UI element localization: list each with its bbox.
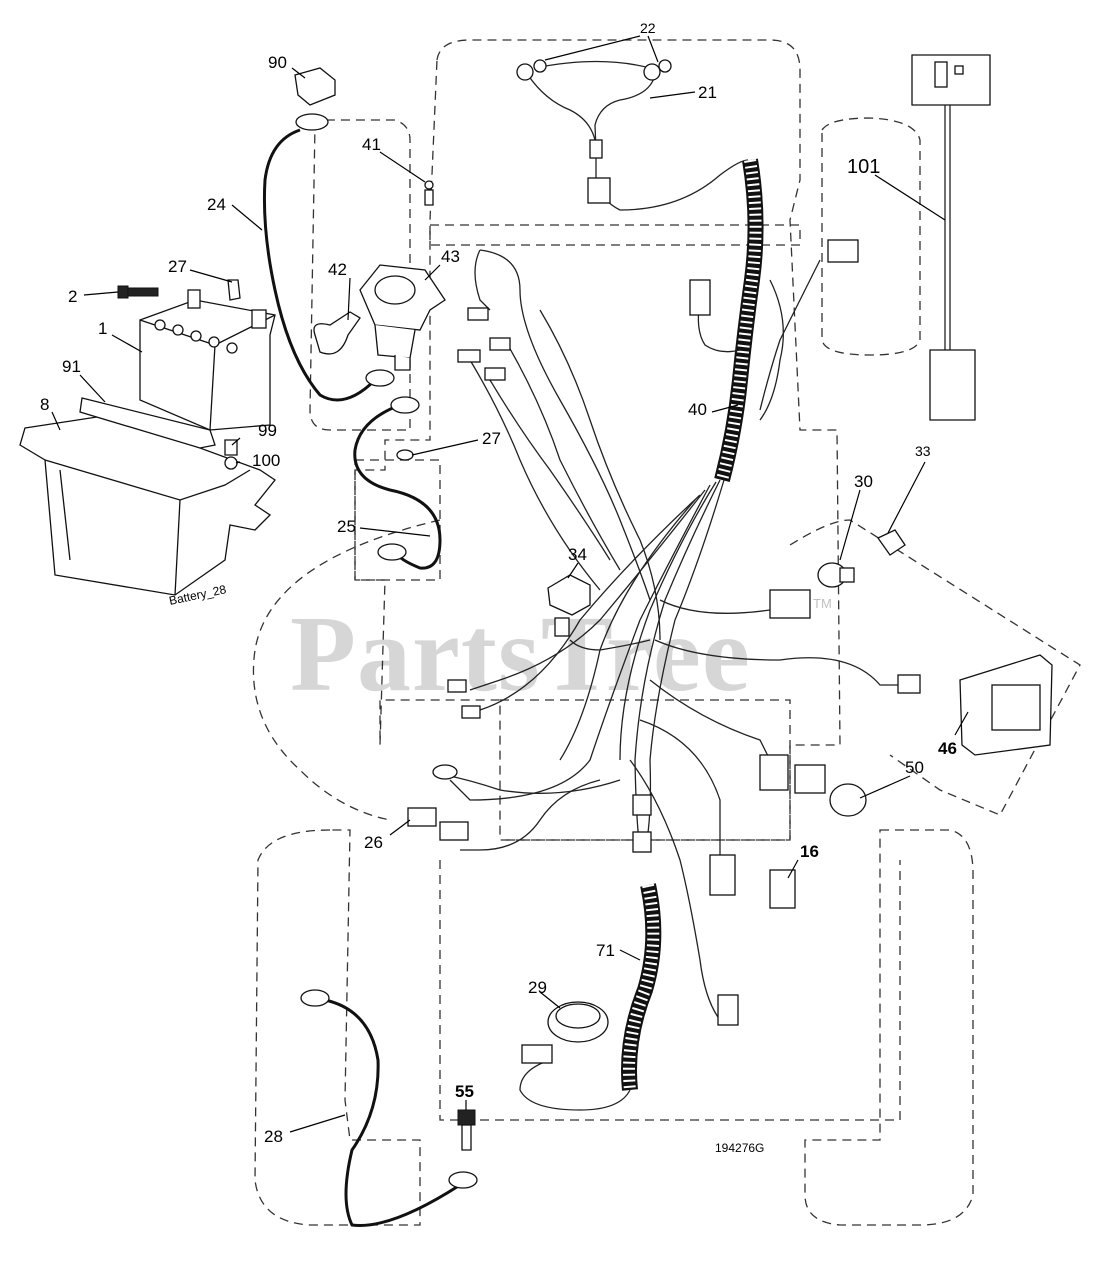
callout-91: 91 [62, 357, 81, 376]
callout-46: 46 [938, 739, 957, 758]
callout-55: 55 [455, 1082, 474, 1101]
solenoid-assembly [313, 180, 446, 461]
callout-8: 8 [40, 395, 49, 414]
callout-50: 50 [905, 758, 924, 777]
callout-27-top: 27 [168, 257, 187, 276]
battery-assembly [19, 279, 276, 596]
headlight-harness [516, 59, 749, 211]
main-harness [432, 158, 921, 1111]
battery-cables [262, 67, 478, 1227]
callout-1: 1 [98, 319, 107, 338]
callout-27-mid: 27 [482, 429, 501, 448]
watermark-text: PartsTree [290, 595, 751, 714]
callout-30: 30 [854, 472, 873, 491]
callout-100: 100 [252, 451, 280, 470]
callout-21: 21 [698, 83, 717, 102]
callout-16: 16 [800, 842, 819, 861]
callout-26: 26 [364, 833, 383, 852]
callout-29: 29 [528, 978, 547, 997]
callout-90: 90 [268, 53, 287, 72]
callout-40: 40 [688, 400, 707, 419]
callout-34: 34 [568, 545, 587, 564]
callout-22: 22 [640, 20, 656, 36]
callout-42: 42 [328, 260, 347, 279]
callout-71: 71 [596, 941, 615, 960]
callout-28: 28 [264, 1127, 283, 1146]
small-parts [407, 54, 1053, 1151]
callout-25: 25 [337, 517, 356, 536]
callout-99: 99 [258, 421, 277, 440]
callout-43: 43 [441, 247, 460, 266]
callout-labels: 90 22 21 101 41 24 27 2 42 43 1 91 8 99 … [40, 20, 957, 1146]
leader-lines [51, 35, 969, 1133]
callout-33: 33 [915, 443, 931, 459]
callout-24: 24 [207, 195, 226, 214]
callout-2: 2 [68, 287, 77, 306]
callout-41: 41 [362, 135, 381, 154]
watermark-trademark: TM [813, 596, 832, 611]
callout-101: 101 [847, 156, 880, 178]
drawing-number: 194276G [715, 1141, 764, 1155]
